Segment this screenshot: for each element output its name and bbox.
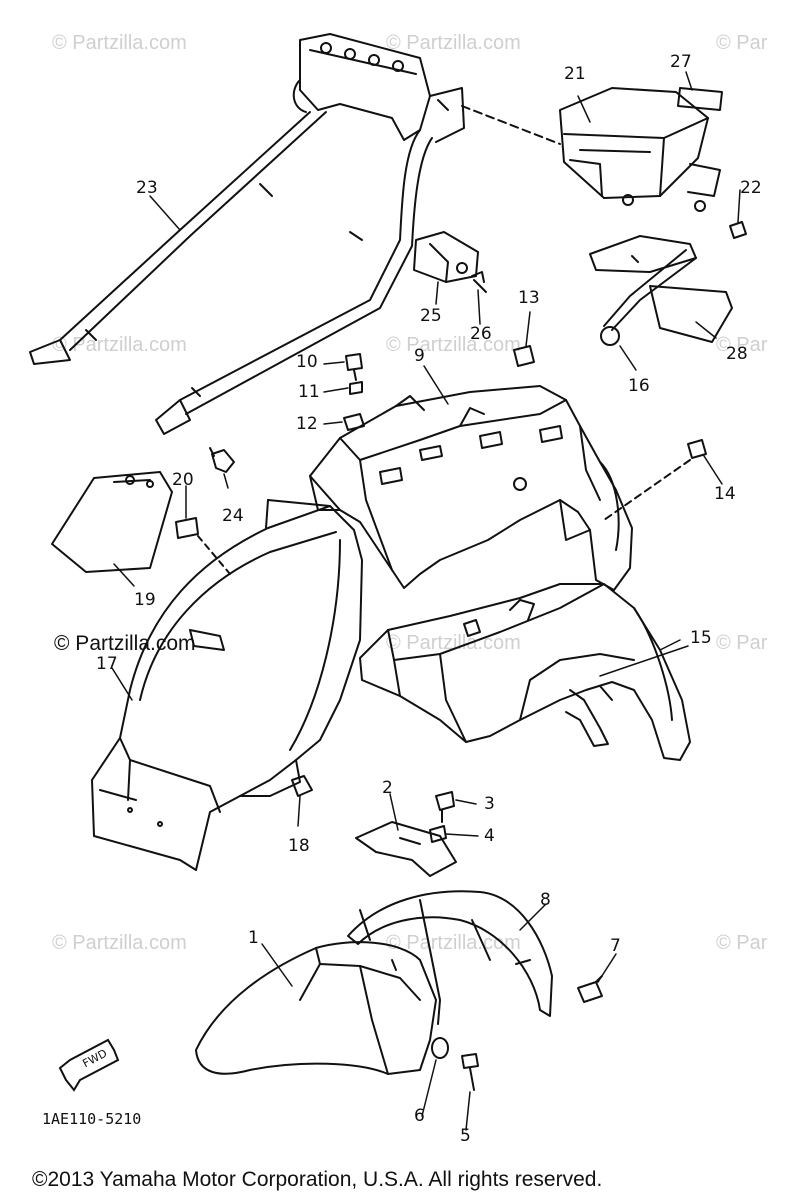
callout-22: 22 <box>740 178 762 198</box>
taillight <box>559 87 721 212</box>
watermark: © Partzilla.com <box>386 334 521 356</box>
nut-22 <box>729 221 747 239</box>
watermark: © Par <box>716 932 768 954</box>
callout-13: 13 <box>518 288 540 308</box>
callout-8: 8 <box>540 890 551 910</box>
callout-26: 26 <box>470 324 492 344</box>
watermark: © Partzilla.com <box>52 932 187 954</box>
bracket-25 <box>413 231 487 293</box>
watermark: © Partzilla.com <box>52 32 187 54</box>
pad-20 <box>175 517 199 539</box>
callout-19: 19 <box>134 590 156 610</box>
callout-23: 23 <box>136 178 158 198</box>
callout-27: 27 <box>670 52 692 72</box>
rear-fender-upper <box>309 385 633 591</box>
watermark: © Partzilla.com <box>386 32 521 54</box>
callout-14: 14 <box>714 484 736 504</box>
reflector-label <box>677 87 723 111</box>
callout-10: 10 <box>296 352 318 372</box>
watermark: © Partzilla.com <box>386 932 521 954</box>
callout-7: 7 <box>610 936 621 956</box>
callout-21: 21 <box>564 64 586 84</box>
watermark-main: © Partzilla.com <box>54 632 196 655</box>
callout-2: 2 <box>382 778 393 798</box>
callout-4: 4 <box>484 826 495 846</box>
callout-3: 3 <box>484 794 495 814</box>
mudflap-19 <box>51 471 173 573</box>
callout-28: 28 <box>726 344 748 364</box>
front-fender <box>195 941 437 1075</box>
watermark: © Partzilla.com <box>52 334 187 356</box>
rear-frame-bracket <box>29 33 465 435</box>
front-fender-inner <box>347 890 553 1025</box>
inner-fender <box>91 499 363 871</box>
stay-2 <box>355 821 457 877</box>
watermark: © Par <box>716 32 768 54</box>
rear-fender-lower <box>359 583 691 761</box>
watermark: © Par <box>716 334 768 356</box>
callout-15: 15 <box>690 628 712 648</box>
copyright-notice: ©2013 Yamaha Motor Corporation, U.S.A. A… <box>32 1168 603 1191</box>
fwd-arrow-icon <box>58 1038 120 1092</box>
callout-9: 9 <box>414 346 425 366</box>
watermark: © Par <box>716 632 768 654</box>
callout-5: 5 <box>460 1126 471 1146</box>
callout-11: 11 <box>298 382 320 402</box>
plate-bracket <box>589 235 733 346</box>
callout-12: 12 <box>296 414 318 434</box>
callout-16: 16 <box>628 376 650 396</box>
callout-20: 20 <box>172 470 194 490</box>
callout-1: 1 <box>248 928 259 948</box>
part-code: 1AE110-5210 <box>42 1110 142 1128</box>
callout-24: 24 <box>222 506 244 526</box>
callout-18: 18 <box>288 836 310 856</box>
callout-25: 25 <box>420 306 442 326</box>
callout-17: 17 <box>96 654 118 674</box>
callout-6: 6 <box>414 1106 425 1126</box>
